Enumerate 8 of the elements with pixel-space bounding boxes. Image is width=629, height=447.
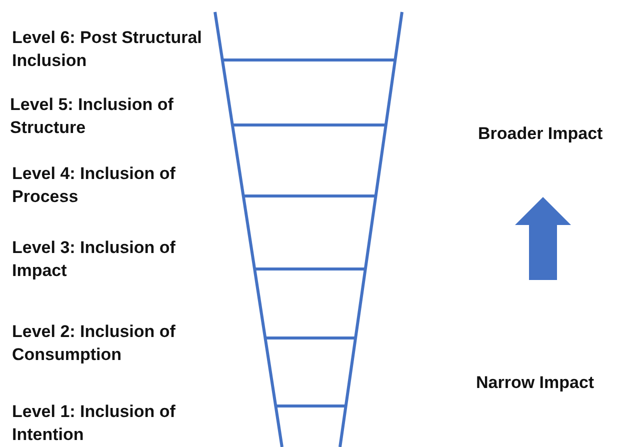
level-label: Level 2: Inclusion of Consumption — [12, 321, 176, 366]
level-label: Narrow Impact — [476, 372, 596, 394]
level-label: Broader Impact — [478, 123, 604, 145]
level-label: Level 4: Inclusion of Process — [12, 163, 176, 208]
level-label: Level 3: Inclusion of Impact — [12, 237, 176, 282]
level-label: Level 6: Post Structural Inclusion — [12, 27, 203, 72]
level-label: Level 5: Inclusion of Structure — [10, 94, 174, 139]
level-label: Level 1: Inclusion of Intention — [12, 401, 176, 446]
